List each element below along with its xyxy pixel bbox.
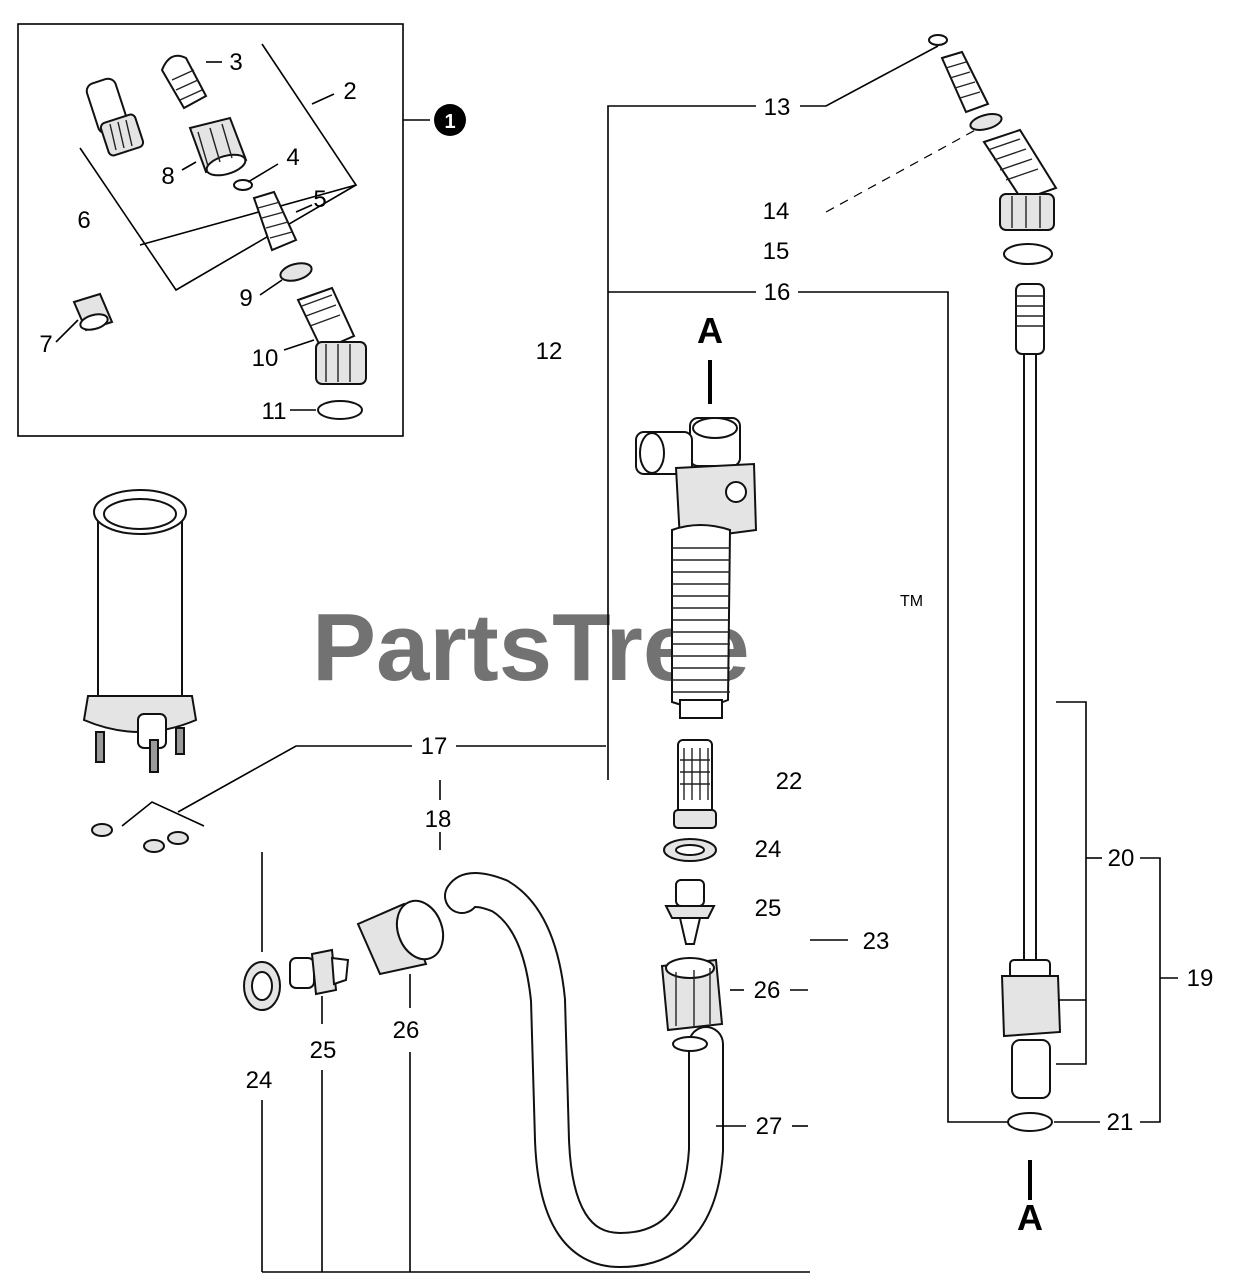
label-11: 11 (262, 398, 287, 425)
part-25-barb (664, 879, 716, 945)
part-27-hose-outline (444, 872, 724, 1269)
part-17-washer-a (91, 823, 113, 837)
part-27-hose (446, 874, 722, 1267)
label-24: 24 (755, 836, 782, 863)
part-24-washer-left-hole (251, 971, 273, 1001)
part-4-oring (233, 179, 253, 191)
leader-16-right (798, 291, 1010, 1123)
kit-inset-box (17, 23, 404, 437)
part-12-valve-wand (635, 417, 758, 719)
bracket-19 (1140, 857, 1161, 1123)
label-23: 23 (863, 928, 890, 955)
leader-13 (800, 45, 939, 107)
label-21: 21 (1107, 1109, 1134, 1136)
label-24-left: 24 (246, 1067, 273, 1094)
part-6-nozzle (85, 77, 145, 157)
leader-4 (247, 163, 279, 183)
part-21-washer (1007, 1112, 1053, 1132)
part-26-nut (660, 957, 724, 1032)
part-15-washer (1003, 243, 1053, 265)
part-20-extension-wand (1000, 283, 1062, 1099)
leader-10 (283, 339, 315, 351)
section-marker-bottom: A (1017, 1197, 1043, 1238)
label-18: 18 (425, 806, 452, 833)
label-6: 6 (77, 207, 90, 234)
label-8: 8 (161, 163, 174, 190)
part-17-washer-c (167, 831, 189, 845)
part-11-washer (317, 400, 363, 420)
part-13-oring (928, 34, 948, 46)
label-22: 22 (776, 768, 803, 795)
part-24-washer-hole (675, 844, 705, 856)
leader-14 (825, 121, 991, 213)
label-20: 20 (1108, 845, 1135, 872)
leader-2 (311, 93, 335, 105)
leader-9 (259, 279, 283, 296)
part-17-washer-b (143, 839, 165, 853)
label-13: 13 (764, 94, 791, 121)
bracket-12 (607, 105, 756, 780)
part-27-hose-end (672, 1036, 708, 1052)
leader-17-left (177, 745, 412, 813)
part-14-elbow (982, 128, 1058, 231)
part-5-valve (252, 190, 298, 252)
part-22-filter (673, 739, 717, 829)
kit-callout-number: 1 (444, 111, 455, 133)
label-5: 5 (313, 186, 326, 213)
label-2: 2 (343, 78, 356, 105)
leader-7 (55, 319, 79, 343)
label-15: 15 (763, 238, 790, 265)
label-16: 16 (764, 279, 791, 306)
bracket-17-washers (121, 801, 205, 827)
label-7: 7 (39, 331, 52, 358)
part-10-elbow (296, 286, 367, 385)
part-7-fitting (72, 292, 114, 332)
bracket-20 (1056, 701, 1087, 1065)
label-12: 12 (536, 338, 563, 365)
label-17: 17 (421, 733, 448, 760)
part-8-nut (188, 116, 248, 177)
label-27: 27 (756, 1113, 783, 1140)
label-19: 19 (1187, 965, 1214, 992)
label-25: 25 (755, 895, 782, 922)
leader-8 (181, 161, 197, 171)
leader-5 (295, 204, 313, 213)
part-13-valve (940, 50, 990, 114)
bracket-6 (79, 147, 357, 292)
part-26-nut-left (356, 899, 445, 976)
label-26-left: 26 (393, 1017, 420, 1044)
label-14: 14 (763, 198, 790, 225)
watermark-trademark: TM (900, 593, 923, 610)
label-3: 3 (229, 49, 242, 76)
label-26: 26 (754, 977, 781, 1004)
part-9-washer (279, 262, 313, 282)
part-25-barb-left (289, 948, 350, 996)
label-10: 10 (252, 345, 279, 372)
part-3-tip (160, 54, 208, 110)
part-14-washer (969, 113, 1003, 131)
section-marker-top: A (697, 310, 723, 351)
label-25-left: 25 (310, 1037, 337, 1064)
label-4: 4 (286, 144, 299, 171)
part-17-tank (82, 489, 198, 773)
kit-callout-badge (434, 104, 466, 136)
label-9: 9 (239, 285, 252, 312)
